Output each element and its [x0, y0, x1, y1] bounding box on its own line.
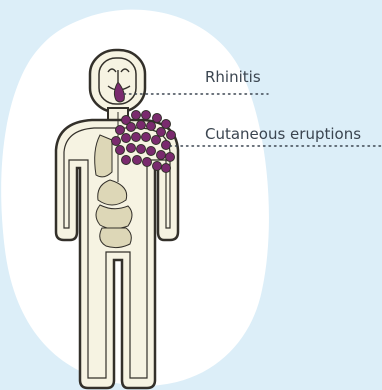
- rhinitis-label: Rhinitis: [205, 68, 261, 86]
- cutaneous-eruptions-label: Cutaneous eruptions: [205, 125, 361, 143]
